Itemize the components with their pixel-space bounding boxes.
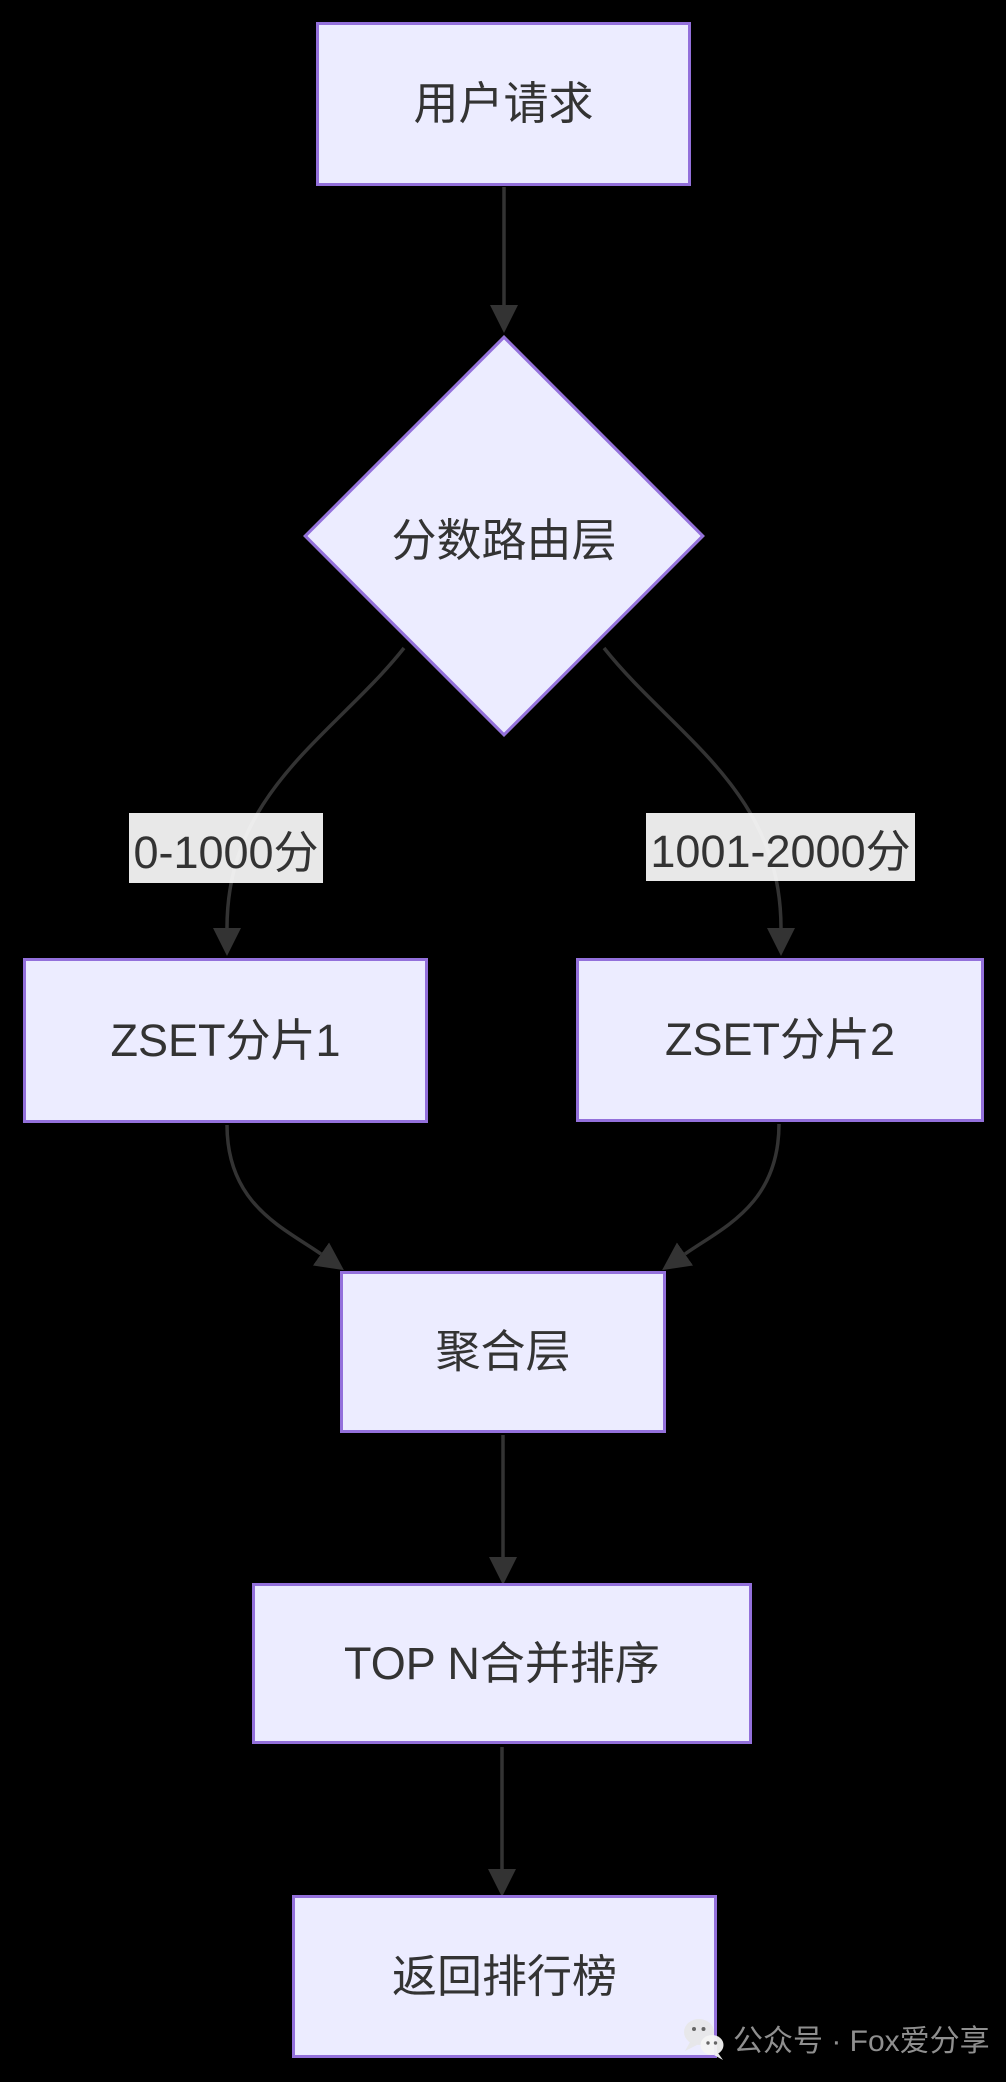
node-zset-shard-2-label: ZSET分片2 xyxy=(664,1014,896,1065)
edge-label-0-1000-text: 0-1000分 xyxy=(133,826,319,878)
node-score-router-label: 分数路由层 xyxy=(391,514,617,566)
edge-zset-shard-2-to-aggregation xyxy=(662,1123,781,1271)
node-aggregation-layer: 聚合层 xyxy=(340,1271,666,1433)
watermark: 公众号 · Fox爱分享 xyxy=(681,2016,990,2060)
wechat-icon xyxy=(684,2019,724,2060)
node-top-n-merge-sort-label: TOP N合并排序 xyxy=(344,1637,660,1689)
edge-zset-shard-1-to-aggregation xyxy=(225,1124,344,1271)
edge-score-router-to-zset-shard-1 xyxy=(213,646,406,956)
edge-score-router-to-zset-shard-2 xyxy=(602,646,795,956)
watermark-text: 公众号 · Fox爱分享 xyxy=(733,2025,990,2058)
edge-label-1001-2000-text: 1001-2000分 xyxy=(650,825,911,877)
edge-label-1001-2000: 1001-2000分 xyxy=(646,813,915,881)
edge-label-0-1000: 0-1000分 xyxy=(129,813,323,883)
node-return-leaderboard-label: 返回排行榜 xyxy=(391,1950,617,2002)
node-user-request-label: 用户请求 xyxy=(413,78,594,129)
node-user-request: 用户请求 xyxy=(316,22,691,186)
node-aggregation-layer-label: 聚合层 xyxy=(435,1326,571,1377)
node-zset-shard-1: ZSET分片1 xyxy=(23,958,428,1123)
node-zset-shard-2: ZSET分片2 xyxy=(576,958,984,1122)
node-top-n-merge-sort: TOP N合并排序 xyxy=(252,1583,752,1744)
node-return-leaderboard: 返回排行榜 xyxy=(292,1895,717,2058)
node-score-router: 分数路由层 xyxy=(303,335,705,737)
node-zset-shard-1-label: ZSET分片1 xyxy=(110,1014,341,1066)
